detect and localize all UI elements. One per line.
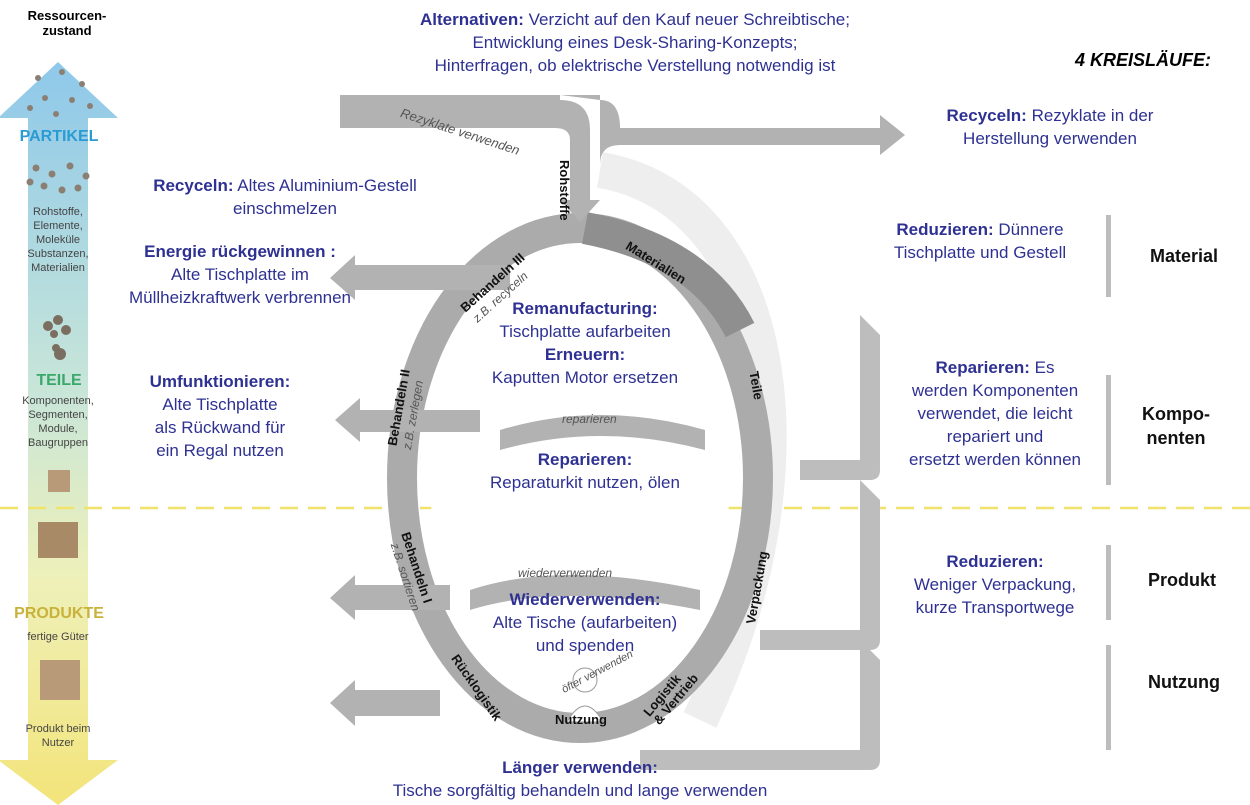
recyceln-left-heading: Recyceln:: [153, 176, 234, 195]
energie-text: Alte Tischplatte im Müllheizkraftwerk ve…: [128, 265, 352, 307]
return-arrows: [640, 315, 880, 770]
reduzieren2-text: Weniger Verpackung, kurze Transportwege: [913, 575, 1077, 617]
nutzer-desc: Produkt beim Nutzer: [25, 723, 91, 749]
block-laenger-verwenden: Länger verwenden: Tische sorgfältig behan…: [300, 756, 860, 802]
wiederverwenden-heading: Wiederverwenden:: [509, 590, 661, 609]
reparieren-center-heading: Reparieren:: [537, 450, 633, 469]
laenger-text: Tische sorgfältig behandeln und lange ve…: [392, 781, 768, 800]
user-figure-icon: [566, 667, 604, 723]
laenger-heading: Länger verwenden:: [502, 758, 658, 777]
resource-header: Ressourcen- zustand: [27, 8, 107, 38]
partikel-desc: Rohstoffe, Elemente, Moleküle Substanzen…: [27, 206, 89, 274]
teile-desc: Komponenten, Segmenten, Module, Baugrupp…: [22, 395, 94, 449]
block-reparieren-right: Reparieren: Es werden Komponenten verwen…: [885, 356, 1105, 471]
reparieren-right-heading: Reparieren:: [935, 358, 1030, 377]
umfunktionieren-text: Alte Tischplatte als Rückwand für ein Re…: [154, 395, 286, 460]
reduzieren1-heading: Reduzieren:: [896, 220, 994, 239]
alternativen-text: Verzicht auf den Kauf neuer Schreibtisch…: [434, 10, 850, 75]
label-nutzung: Nutzung: [555, 712, 607, 727]
block-umfunktionieren: Umfunktionieren: Alte Tischplatte als Rüc…: [110, 370, 330, 462]
wiederverwenden-text: Alte Tische (aufarbeiten) und spenden: [492, 613, 678, 655]
block-reparieren-center: Reparieren: Reparaturkit nutzen, ölen: [460, 448, 710, 494]
cycle-ring: [387, 213, 773, 743]
remanufacturing-heading: Remanufacturing:: [512, 299, 658, 318]
particle-cluster: [43, 315, 71, 360]
particle-dots: [26, 69, 93, 194]
erneuern-text: Kaputten Motor ersetzen: [491, 368, 679, 387]
label-wiederverwenden-arc: wiederverwenden: [518, 566, 613, 580]
reparieren-right-text: Es werden Komponenten verwendet, die lei…: [909, 358, 1081, 469]
umfunktionieren-heading: Umfunktionieren:: [149, 372, 291, 391]
title-4-kreislaeufe: 4 KREISLÄUFE:: [1075, 50, 1212, 70]
block-energie: Energie rückgewinnen : Alte Tischplatte i…: [90, 240, 390, 309]
reparieren-center-text: Reparaturkit nutzen, ölen: [490, 473, 680, 492]
reduzieren2-heading: Reduzieren:: [946, 552, 1044, 571]
alternativen-heading: Alternativen:: [420, 10, 524, 29]
produkte-desc: fertige Güter: [27, 631, 89, 643]
stage-produkt: Produkt: [1148, 570, 1217, 590]
remanufacturing-text: Tischplatte aufarbeiten: [499, 322, 671, 341]
produkte-label: PRODUKTE: [14, 605, 104, 622]
recyceln-right-heading: Recyceln:: [946, 106, 1027, 125]
label-rohstoffe: Rohstoffe: [557, 160, 572, 221]
recyceln-right-text: Rezyklate in der Herstellung verwenden: [963, 106, 1154, 148]
stage-nutzung: Nutzung: [1148, 672, 1220, 692]
block-alternativen: Alternativen: Verzicht auf den Kauf neue…: [340, 8, 930, 77]
block-recyceln-right: Recyceln: Rezyklate in der Herstellung v…: [905, 104, 1195, 150]
block-wiederverwenden: Wiederverwenden: Alte Tische (aufarbeiten…: [460, 588, 710, 657]
stage-komponenten: Kompo- nenten: [1142, 404, 1210, 448]
top-arrows: [330, 95, 905, 726]
energie-heading: Energie rückgewinnen :: [144, 242, 336, 261]
block-reduzieren-produkt: Reduzieren: Weniger Verpackung, kurze Tra…: [890, 550, 1100, 619]
block-recyceln-left: Recyceln: Altes Aluminium-Gestell einsch…: [110, 174, 460, 220]
recyceln-left-text: Altes Aluminium-Gestell einschmelzen: [233, 176, 417, 218]
stage-material: Material: [1150, 246, 1219, 266]
resource-axis-arrow: [0, 62, 118, 805]
stage-bars: [1106, 215, 1111, 750]
label-reparieren-arc: reparieren: [562, 412, 617, 426]
reduzieren1-text: Dünnere Tischplatte und Gestell: [893, 220, 1067, 262]
teile-label: TEILE: [36, 372, 82, 389]
partikel-label: PARTIKEL: [19, 128, 99, 145]
part-cube: [38, 470, 80, 700]
erneuern-heading: Erneuern:: [544, 345, 626, 364]
block-reduzieren-material: Reduzieren: Dünnere Tischplatte und Gest…: [850, 218, 1110, 264]
